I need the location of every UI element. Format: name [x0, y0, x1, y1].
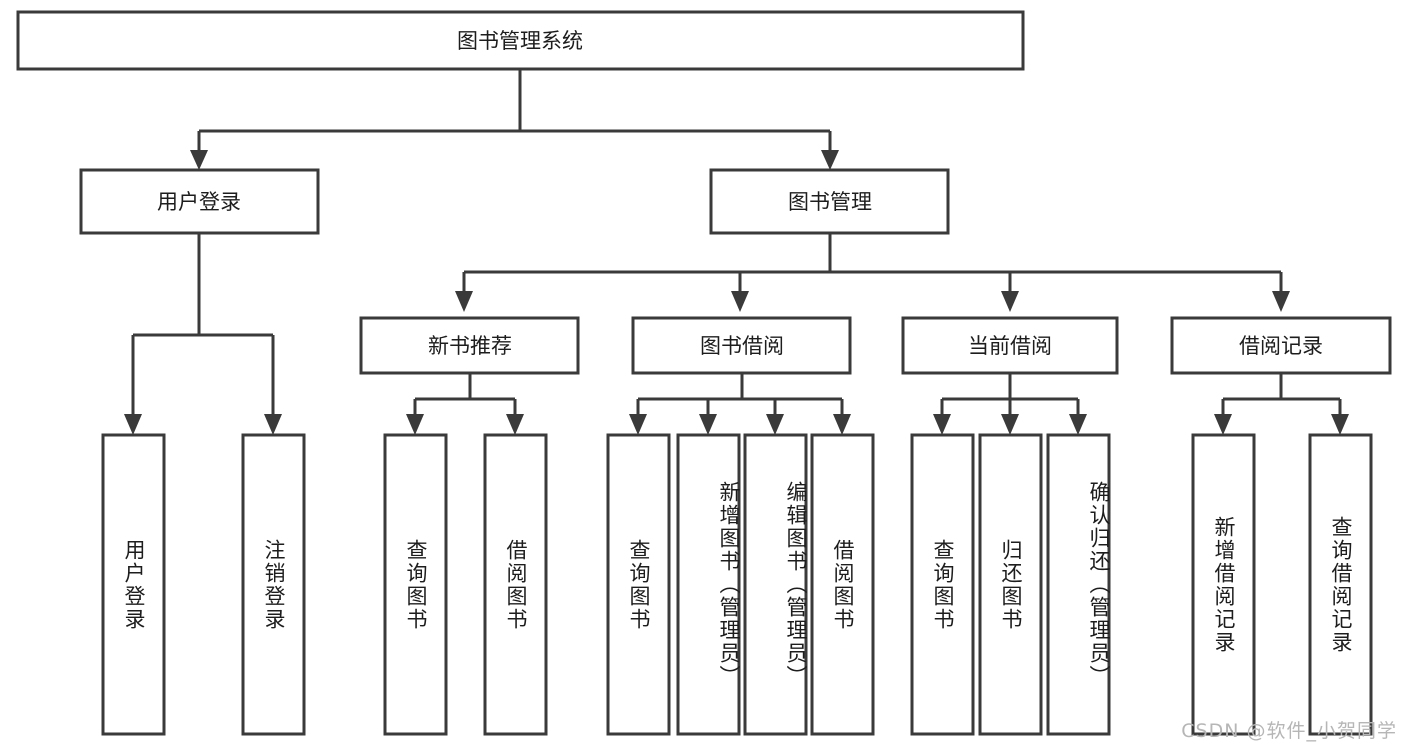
leaf-box-book-borrow-3[interactable]: [743, 433, 808, 736]
arrowhead-to-book-borrow: [731, 291, 749, 312]
arrowhead-leaf-borrow-records-1: [1214, 414, 1232, 435]
leaf-box-book-borrow-4[interactable]: [810, 433, 875, 736]
node-root-box: [16, 10, 1025, 71]
node-book-borrow-label: 图书借阅: [700, 334, 784, 358]
node-new-book-recommend-label: 新书推荐: [428, 334, 512, 358]
leaf-box-new-book-2[interactable]: [483, 433, 548, 736]
node-root-label: 图书管理系统: [457, 29, 583, 53]
arrowhead-leaf-user-login-2: [264, 414, 282, 435]
arrowhead-leaf-book-borrow-2: [699, 414, 717, 435]
node-current-borrow[interactable]: 当前借阅: [901, 316, 1119, 375]
node-book-manage-box: [709, 168, 950, 235]
arrowhead-leaf-current-borrow-1: [933, 414, 951, 435]
leaf-box-current-borrow-1[interactable]: [910, 433, 975, 736]
node-book-manage-label: 图书管理: [788, 190, 872, 214]
node-new-book-recommend-box: [359, 316, 580, 375]
arrowhead-leaf-book-borrow-1: [629, 414, 647, 435]
arrowhead-leaf-book-borrow-3: [766, 414, 784, 435]
leaf-box-current-borrow-3[interactable]: [1046, 433, 1111, 736]
node-book-manage[interactable]: 图书管理: [709, 168, 950, 235]
node-borrow-records[interactable]: 借阅记录: [1170, 316, 1392, 375]
leaf-box-user-login-2[interactable]: [241, 433, 306, 736]
leaf-box-borrow-records-2[interactable]: [1308, 433, 1373, 736]
node-user-login[interactable]: 用户登录: [79, 168, 320, 235]
arrowhead-to-borrow-records: [1272, 291, 1290, 312]
arrowhead-leaf-new-book-2: [506, 414, 524, 435]
leaf-box-new-book-1[interactable]: [383, 433, 448, 736]
leaf-box-borrow-records-1[interactable]: [1191, 433, 1256, 736]
arrowhead-leaf-new-book-1: [406, 414, 424, 435]
arrowhead-to-current-borrow: [1001, 291, 1019, 312]
node-current-borrow-box: [901, 316, 1119, 375]
leaf-box-user-login-1[interactable]: [101, 433, 166, 736]
watermark-text: CSDN @软件_小贺同学: [1181, 720, 1397, 742]
arrowhead-to-user-login: [190, 150, 208, 170]
leaf-box-book-borrow-1[interactable]: [606, 433, 671, 736]
arrowhead-leaf-current-borrow-2: [1001, 414, 1019, 435]
arrowhead-leaf-borrow-records-2: [1331, 414, 1349, 435]
node-book-borrow[interactable]: 图书借阅: [631, 316, 852, 375]
arrowhead-leaf-book-borrow-4: [833, 414, 851, 435]
node-root[interactable]: 图书管理系统: [16, 10, 1025, 71]
arrowhead-to-book-manage: [821, 150, 839, 170]
node-borrow-records-box: [1170, 316, 1392, 375]
arrowhead-leaf-user-login-1: [124, 414, 142, 435]
node-current-borrow-label: 当前借阅: [968, 334, 1052, 358]
arrowhead-to-new-book: [455, 291, 473, 312]
node-new-book-recommend[interactable]: 新书推荐: [359, 316, 580, 375]
node-borrow-records-label: 借阅记录: [1239, 334, 1323, 358]
arrowhead-leaf-current-borrow-3: [1069, 414, 1087, 435]
node-book-borrow-box: [631, 316, 852, 375]
node-user-login-label: 用户登录: [157, 190, 241, 214]
leaf-box-book-borrow-2[interactable]: [676, 433, 741, 736]
leaf-box-current-borrow-2[interactable]: [978, 433, 1043, 736]
